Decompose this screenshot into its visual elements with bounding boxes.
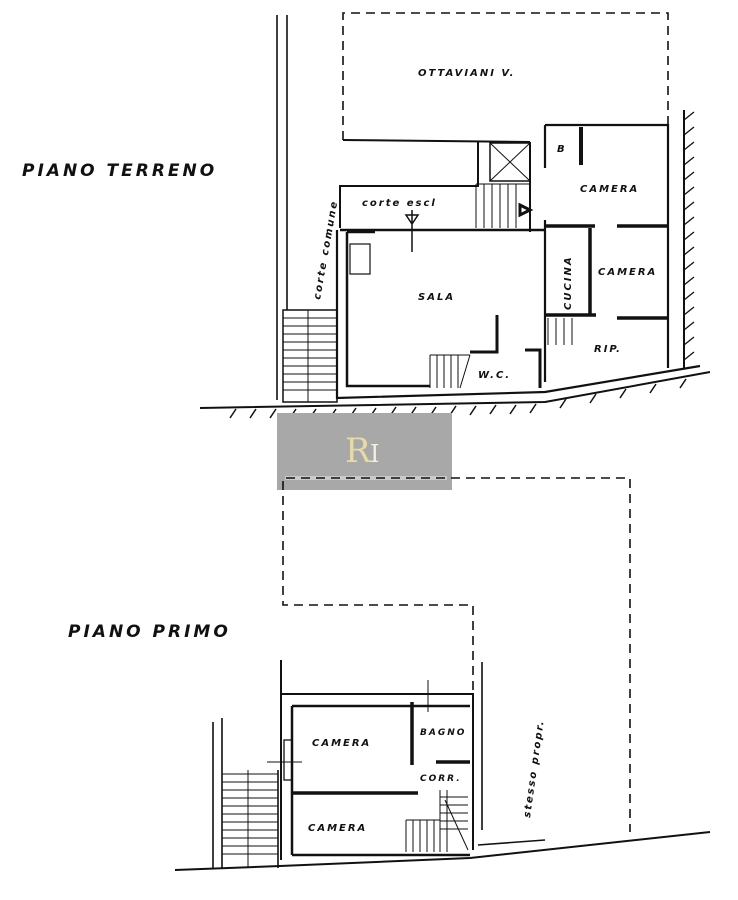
ground-floor-plan: PIANO TERRENO OTTAVIANI V. corte comune … [22, 12, 711, 419]
watermark-logo: R [345, 431, 372, 471]
camera-1-first-label: CAMERA [312, 738, 371, 749]
hatched-wall [683, 110, 695, 368]
camera-2-label: CAMERA [598, 267, 657, 278]
exterior-stair [282, 309, 338, 403]
b-label: B [557, 144, 567, 155]
camera-2-first-label: CAMERA [308, 823, 367, 834]
ground-line-first [174, 831, 711, 871]
corr-label: CORR. [420, 774, 462, 784]
cucina-label: CUCINA [563, 255, 574, 310]
rip-label: RIP. [594, 344, 622, 355]
first-floor-title: PIANO PRIMO [68, 622, 231, 642]
ground-floor-title: PIANO TERRENO [22, 161, 217, 181]
first-floor-plan: PIANO PRIMO stesso propr. CAMERA BAGNO C… [68, 477, 711, 871]
stesso-propr-label: stesso propr. [522, 719, 547, 819]
watermark-logo-i: I [370, 440, 379, 468]
sala-label: SALA [418, 292, 455, 303]
camera-1-label: CAMERA [580, 184, 639, 195]
wc-label: W.C. [478, 370, 511, 381]
neighbor-boundary [342, 12, 669, 140]
exterior-stair-first [212, 718, 279, 868]
corte-esclusiva-label: corte escl [362, 198, 437, 209]
property-boundary [282, 477, 631, 832]
neighbor-label: OTTAVIANI V. [418, 68, 515, 79]
shaft [489, 142, 531, 182]
bagno-label: BAGNO [420, 728, 466, 738]
watermark: R I [277, 413, 452, 490]
